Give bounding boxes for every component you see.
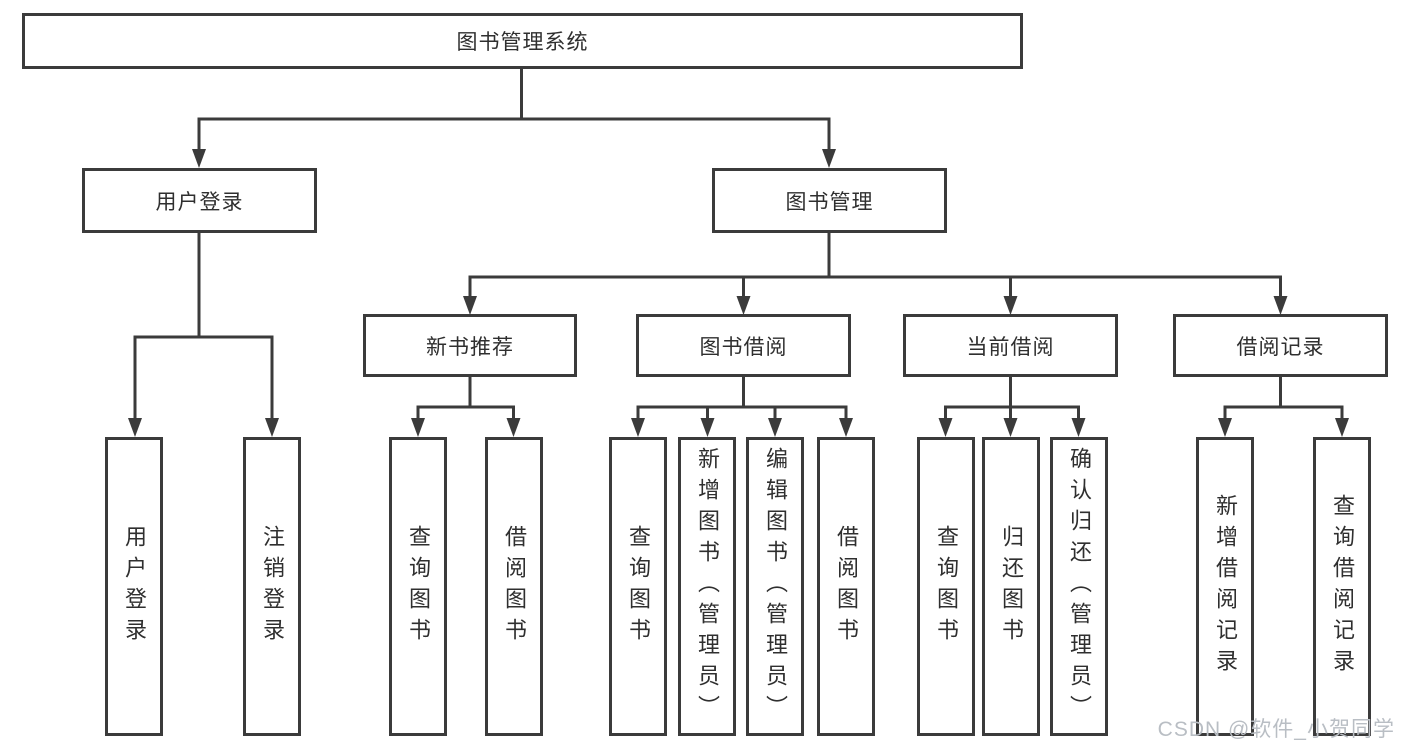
node-label: 借阅记录 (1236, 335, 1325, 359)
arrowhead (192, 149, 206, 168)
node-new-book-recommendation: 新书推荐 (363, 314, 577, 377)
arrowhead (506, 418, 521, 437)
leaf-label: 用户登录 (122, 524, 147, 649)
node-label: 当前借阅 (966, 335, 1055, 359)
node-book-borrowing: 图书借阅 (636, 314, 851, 377)
arrowhead (265, 418, 279, 437)
leaf-query-books-recommend: 查询图书 (389, 437, 447, 736)
leaf-borrow-books-recommend: 借阅图书 (485, 437, 543, 736)
leaf-label: 查询图书 (934, 524, 959, 649)
arrowhead (1071, 418, 1086, 437)
arrowhead (1218, 418, 1232, 437)
node-borrowing-records: 借阅记录 (1173, 314, 1388, 377)
leaf-confirm-return-admin: 确认归还（管理员） (1050, 437, 1108, 736)
connector-newbook-rail (416, 405, 515, 422)
arrowhead (1273, 296, 1288, 315)
arrowhead (463, 296, 477, 315)
leaf-label: 新增图书（管理员） (695, 447, 720, 726)
leaf-label: 归还图书 (999, 524, 1024, 649)
arrowhead (128, 418, 142, 437)
leaf-return-book: 归还图书 (982, 437, 1040, 736)
node-label: 新书推荐 (426, 335, 514, 359)
leaf-label: 确认归还（管理员） (1067, 447, 1092, 726)
leaf-logout: 注销登录 (243, 437, 301, 736)
csdn-watermark: CSDN @软件_小贺同学 (1157, 718, 1395, 741)
leaf-query-borrow-record: 查询借阅记录 (1313, 437, 1371, 736)
arrowhead (1335, 418, 1349, 437)
leaf-edit-book-admin: 编辑图书（管理员） (746, 437, 804, 736)
arrowhead (822, 149, 836, 168)
arrowhead (1003, 418, 1018, 437)
arrowhead (938, 418, 953, 437)
leaf-label: 编辑图书（管理员） (763, 447, 788, 726)
node-label: 用户登录 (155, 190, 244, 214)
leaf-label: 借阅图书 (834, 524, 859, 649)
connector-login-rail (133, 335, 274, 422)
leaf-label: 新增借阅记录 (1213, 493, 1238, 680)
arrowhead (768, 418, 782, 437)
node-label: 图书管理系统 (456, 31, 589, 54)
node-label: 图书管理 (785, 190, 874, 214)
arrowhead (839, 418, 853, 437)
arrowhead (411, 418, 425, 437)
node-user-login: 用户登录 (82, 168, 317, 233)
leaf-label: 查询图书 (406, 524, 431, 649)
connector-bookmgmt-rail (468, 275, 1282, 298)
leaf-borrow-books: 借阅图书 (817, 437, 875, 736)
leaf-label: 注销登录 (260, 524, 285, 649)
arrowhead (631, 418, 645, 437)
arrowhead (736, 296, 751, 315)
arrowhead (700, 418, 715, 437)
leaf-query-books-borrowing: 查询图书 (609, 437, 667, 736)
leaf-label: 查询图书 (626, 524, 651, 649)
leaf-label: 借阅图书 (502, 524, 527, 649)
node-library-management-system: 图书管理系统 (22, 13, 1023, 69)
leaf-add-borrow-record: 新增借阅记录 (1196, 437, 1254, 736)
leaf-add-book-admin: 新增图书（管理员） (678, 437, 736, 736)
node-book-management: 图书管理 (712, 168, 947, 233)
leaf-label: 查询借阅记录 (1330, 493, 1355, 680)
arrowhead (1003, 296, 1018, 315)
connector-borrow-rail (636, 405, 848, 422)
connector-level1-rail (197, 117, 831, 152)
node-label: 图书借阅 (699, 335, 788, 359)
leaf-query-books-current: 查询图书 (917, 437, 975, 736)
connector-records-rail (1223, 405, 1344, 422)
node-current-borrowing: 当前借阅 (903, 314, 1118, 377)
leaf-user-login: 用户登录 (105, 437, 163, 736)
